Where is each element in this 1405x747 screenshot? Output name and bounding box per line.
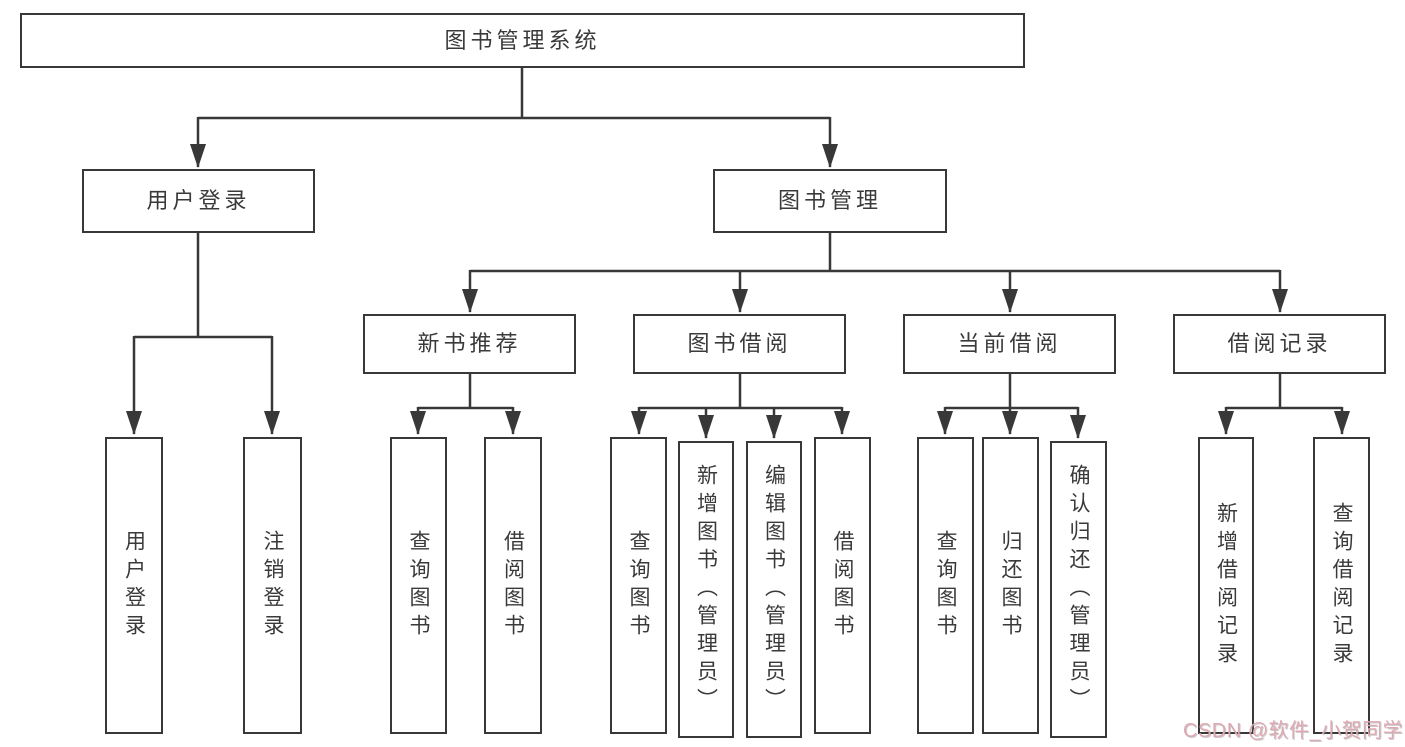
node-br-query-record: 查询借阅记录 (1313, 437, 1370, 734)
node-cb-confirm-return-admin: 确认归还（管理员） (1050, 441, 1107, 738)
node-user-login: 用户登录 (105, 437, 163, 734)
connector-elbows (134, 68, 1342, 410)
node-user-login-group: 用户登录 (82, 169, 315, 233)
node-borrow-records: 借阅记录 (1173, 314, 1386, 374)
node-bb-edit-book-admin: 编辑图书（管理员） (746, 441, 802, 738)
node-root: 图书管理系统 (20, 13, 1025, 68)
node-bb-borrow-book: 借阅图书 (814, 437, 871, 734)
csdn-watermark: CSDN @软件_小贺同学 (1183, 720, 1404, 742)
connector-arrows (126, 117, 1350, 439)
node-user-logout: 注销登录 (243, 437, 302, 734)
node-current-borrow: 当前借阅 (903, 314, 1116, 374)
node-br-add-record: 新增借阅记录 (1198, 437, 1254, 734)
node-book-management: 图书管理 (713, 169, 947, 233)
node-cb-return-book: 归还图书 (982, 437, 1039, 734)
node-bb-add-book-admin: 新增图书（管理员） (678, 441, 734, 738)
node-new-book-recommend: 新书推荐 (363, 314, 576, 374)
node-nbr-borrow-book: 借阅图书 (484, 437, 542, 734)
node-bb-query-book: 查询图书 (610, 437, 667, 734)
node-book-borrow: 图书借阅 (633, 314, 846, 374)
node-nbr-query-book: 查询图书 (390, 437, 447, 734)
node-cb-query-book: 查询图书 (917, 437, 974, 734)
